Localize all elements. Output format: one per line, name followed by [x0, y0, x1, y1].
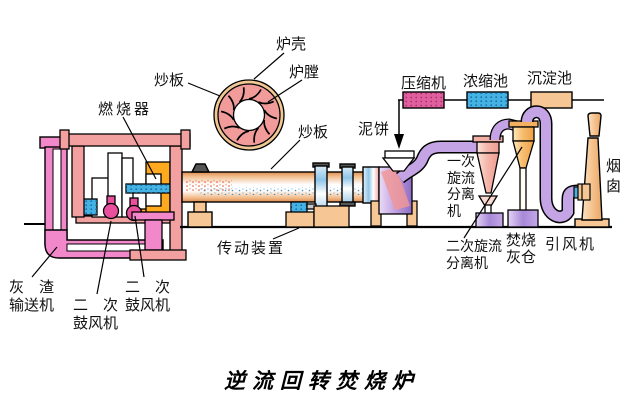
label-furnace-chamber: 炉膛 [289, 63, 320, 81]
diagram-title: 逆流回转焚烧炉 [224, 368, 420, 393]
label-ash-conveyor: 灰 渣 输送机 [9, 278, 55, 314]
gear-ring [314, 165, 328, 213]
label-secondary-cyclone: 二次旋流 分离机 [446, 239, 502, 272]
primary-cyclone-unit [472, 135, 504, 228]
riding-ring-cap [190, 163, 211, 173]
concentration-pool-box [466, 91, 509, 109]
leader-stir-plate-kiln [270, 139, 301, 170]
chimney-tower [581, 137, 603, 221]
frame-right-column [169, 145, 183, 252]
conveyor-riser-channel [52, 148, 62, 236]
label-stir-plate-kiln: 炒板 [298, 123, 329, 141]
leader-lines [31, 52, 523, 295]
sludge-line [394, 91, 604, 149]
cyclone2-body [512, 126, 535, 142]
sedimentation-pool-box [530, 91, 573, 109]
secondary-cyclone-unit [507, 120, 539, 228]
label-secondary-blower-left: 二 次 鼓风机 [73, 296, 119, 332]
leader-furnace-shell [253, 52, 285, 80]
label-chimney: 烟 囱 [606, 157, 622, 195]
chimney-stack [574, 112, 610, 228]
label-concentration-pool: 浓缩池 [463, 72, 509, 90]
kiln-flame-speckle [186, 180, 232, 191]
duct-cyclone2-to-fan [520, 105, 579, 224]
cyclone1-cone [476, 152, 500, 194]
label-mud-cake: 泥饼 [358, 120, 391, 138]
cyclone2-cone [512, 140, 535, 169]
ash-bin [507, 209, 539, 228]
leader-stir-plate-top [187, 82, 221, 97]
leader-blower-left [96, 220, 112, 295]
label-burner: 燃烧器 [98, 100, 153, 118]
leader-furnace-chamber [267, 79, 303, 103]
drive-block-low [285, 211, 315, 228]
fan-housing [577, 183, 591, 201]
blower-pump-left [102, 195, 120, 220]
hopper-flange [384, 150, 415, 159]
label-induced-draft-fan: 引风机 [545, 235, 597, 253]
label-primary-cyclone: 一次 旋流 分离 机 [447, 154, 475, 220]
frame-top-beam [61, 133, 191, 147]
frame-cap-right [180, 129, 191, 150]
furnace-chamber-bore [232, 98, 266, 132]
drive-unit [285, 201, 350, 228]
drive-block-high [313, 205, 350, 228]
frame-left-column [71, 145, 85, 218]
conveyor-run-channel [66, 243, 164, 252]
cyclone1-body [476, 141, 500, 154]
hopper-cone [381, 157, 416, 172]
induced-draft-fan-unit [573, 183, 591, 201]
water-box [81, 198, 98, 216]
leader-burner [122, 116, 157, 180]
leader-secondary-cyclone [463, 146, 523, 239]
label-sedimentation-pool: 沉淀池 [527, 69, 573, 87]
kiln-cross-section [213, 79, 285, 151]
compressor-box [402, 91, 445, 109]
i-beam-pedestal [129, 211, 187, 261]
cyclone2-dip-tube [519, 167, 527, 216]
cyclone1-bin [475, 212, 504, 228]
furnace-end-housing [59, 129, 191, 261]
label-drive-device: 传动装置 [217, 239, 286, 257]
riding-ring-3 [362, 166, 380, 204]
label-compressor: 压缩机 [401, 74, 447, 92]
leader-blower-right [134, 215, 145, 278]
support-base [187, 211, 213, 228]
kiln-gas-speckle [198, 187, 372, 195]
chimney-cap [587, 112, 602, 137]
feed-chute [381, 167, 410, 210]
leader-ash-conveyor [31, 246, 58, 278]
feed-hopper [381, 150, 416, 172]
label-ash-bin: 焚烧 灰仓 [506, 231, 537, 266]
frame-cap-left [59, 129, 70, 150]
label-stir-plate-top: 炒板 [154, 71, 185, 89]
duct-kiln-to-cyclone1 [395, 140, 482, 184]
mud-cake-arrow [394, 134, 404, 149]
leader-drive [272, 227, 300, 240]
label-secondary-blower-right: 二 次 鼓风机 [125, 278, 171, 314]
label-furnace-shell: 炉壳 [276, 35, 307, 53]
riding-ring-2 [341, 166, 354, 204]
